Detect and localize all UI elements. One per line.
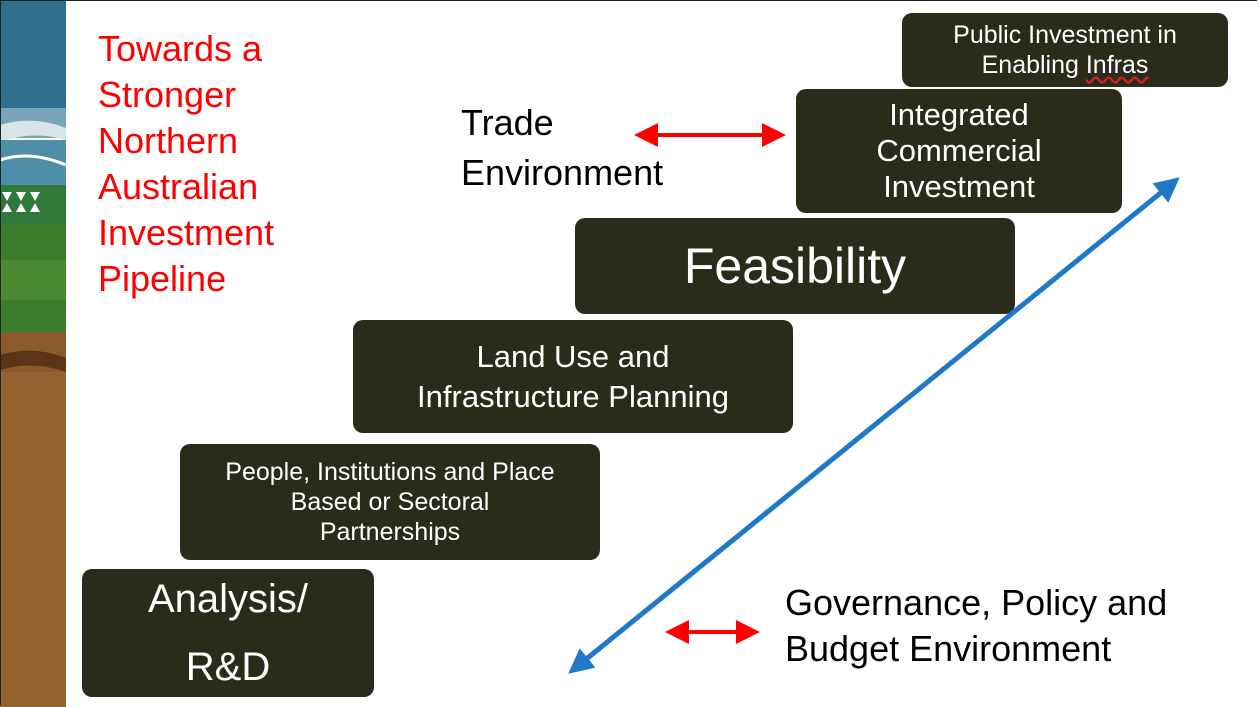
step-public-investment-line2-marked: Infras xyxy=(1085,51,1149,79)
step-partnerships: People, Institutions and Place Based or … xyxy=(180,444,600,560)
step-partnerships-label: People, Institutions and Place Based or … xyxy=(225,458,555,546)
step-public-investment-line1: Public Investment in xyxy=(953,21,1177,49)
slide-title: Towards a Stronger Northern Australian I… xyxy=(98,28,275,299)
side-art-image xyxy=(0,0,66,707)
step-analysis-rd: Analysis/ R&D xyxy=(82,569,374,697)
step-analysis-rd-label: Analysis/ R&D xyxy=(147,577,309,689)
step-public-investment-line2: Enabling Infras xyxy=(982,50,1149,80)
pipeline-diagonal-arrow-icon xyxy=(568,177,1180,674)
step-public-investment-line2-prefix: Enabling xyxy=(981,51,1086,79)
step-public-investment: Public Investment in Enabling Infras xyxy=(902,13,1228,87)
